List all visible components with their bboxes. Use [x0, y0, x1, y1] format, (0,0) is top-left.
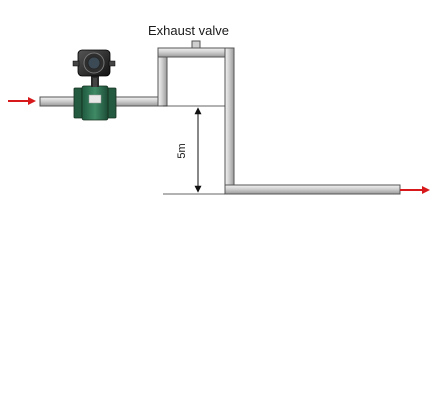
inlet-arrow-icon: [8, 97, 36, 105]
height-dimension: [163, 105, 225, 195]
flowmeter-icon: [72, 49, 117, 121]
height-label: 5m: [176, 143, 188, 158]
exhaust-valve-label: Exhaust valve: [148, 23, 229, 38]
exhaust-valve-icon: [191, 40, 201, 49]
outlet-arrow-icon: [400, 186, 430, 194]
